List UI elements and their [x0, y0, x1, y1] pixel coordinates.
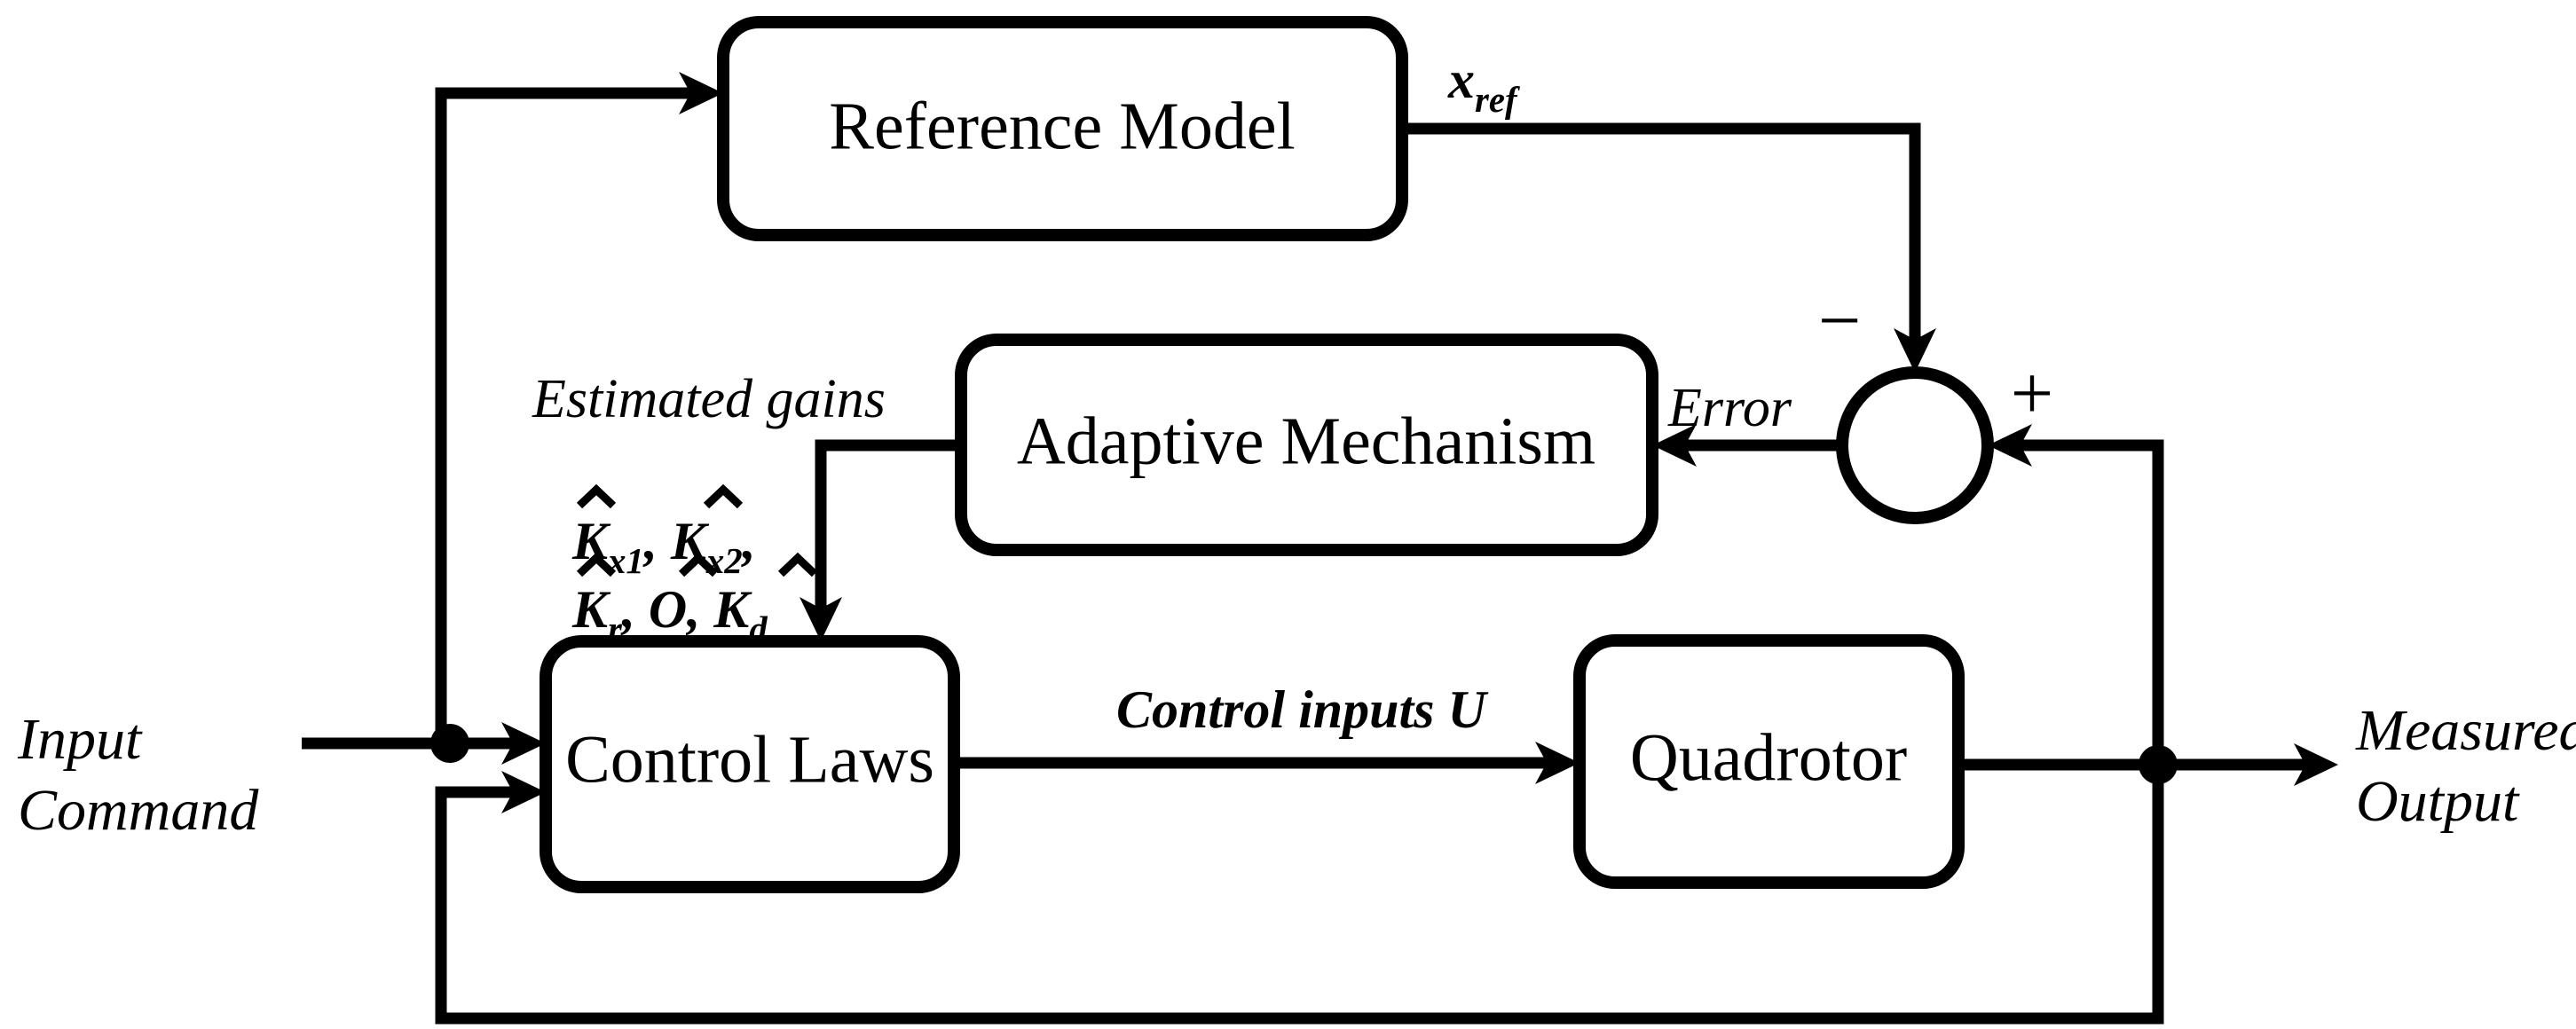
gain-sub-d: d	[749, 609, 768, 649]
minus-sign-label: −	[1818, 278, 1862, 363]
estimated-gains-label: Estimated gains	[532, 369, 886, 429]
plus-sign-label: +	[2011, 350, 2054, 436]
control-laws-label: Control Laws	[565, 722, 934, 797]
gains-symbols-line1: Kx1, Kx2,	[571, 483, 756, 581]
input-command-line2: Command	[18, 778, 259, 843]
wire-input-command	[302, 722, 546, 765]
control-laws-box[interactable]	[540, 635, 960, 893]
wire-xref	[1402, 122, 1936, 373]
measured-output-line1: Measured	[2355, 698, 2576, 763]
arrowhead-gains-into-control-laws	[800, 597, 842, 641]
arrowhead-control-inputs-into-quadrotor	[1535, 742, 1579, 784]
arrowhead-feedback-into-sum	[1988, 424, 2032, 467]
wire-error	[1652, 424, 1842, 467]
wire-estimated-gains	[800, 439, 961, 641]
summing-junction[interactable]: − +	[1818, 278, 2054, 524]
svg-text:Kr, O, Kd: Kr, O, Kd	[571, 580, 768, 649]
arrowhead-input-to-control-laws	[501, 722, 546, 765]
wire-measured-output	[1958, 743, 2338, 786]
adaptive-mechanism-box[interactable]	[955, 334, 1658, 556]
gain-k-r: K	[571, 580, 611, 639]
gain-comma-3: ,	[620, 580, 635, 639]
error-label: Error	[1667, 378, 1792, 438]
output-split-dot	[2139, 745, 2178, 784]
block-control-laws[interactable]: Control Laws	[540, 635, 960, 893]
svg-text:xref: xref	[1447, 51, 1520, 120]
block-reference-model[interactable]: Reference Model	[717, 16, 1408, 241]
hat-accent-kd	[777, 552, 818, 577]
gain-k-d: K	[713, 580, 752, 639]
hat-accent-kx2	[703, 483, 744, 509]
measured-output-line2: Output	[2356, 769, 2520, 834]
control-inputs-label: Control inputs U	[1116, 680, 1489, 739]
arrowhead-feedback-into-control-laws	[501, 771, 546, 813]
hat-accent-kr	[576, 552, 617, 577]
summing-junction-circle[interactable]	[1836, 366, 1994, 524]
x-ref-subscript: ref	[1475, 80, 1520, 120]
gain-comma-4: ,	[685, 580, 700, 639]
arrowhead-into-reference-model	[679, 72, 723, 114]
hat-accent-kx1	[576, 483, 617, 509]
svg-text:Kx1, Kx2,: Kx1, Kx2,	[571, 512, 756, 581]
x-ref-base: x	[1447, 51, 1475, 109]
quadrotor-box[interactable]	[1573, 634, 1965, 889]
measured-output-label: Measured Output	[2355, 698, 2576, 834]
block-adaptive-mechanism[interactable]: Adaptive Mechanism	[955, 334, 1658, 556]
gain-o: O	[649, 580, 687, 639]
quadrotor-label: Quadrotor	[1630, 720, 1907, 795]
wire-feedback-to-sum	[1988, 424, 2164, 765]
arrowhead-xref-into-sum	[1894, 328, 1936, 373]
gain-comma-1: ,	[642, 512, 658, 570]
reference-model-label: Reference Model	[829, 89, 1295, 163]
gain-sub-x1: x1	[607, 541, 644, 581]
wire-control-inputs	[954, 742, 1579, 784]
wire-global-feedback	[435, 765, 2164, 1025]
input-command-label: Input Command	[17, 707, 259, 843]
arrowhead-error-into-adaptive	[1652, 424, 1697, 467]
input-command-line1: Input	[17, 707, 143, 772]
hat-accent-o	[678, 552, 719, 577]
adaptive-mechanism-label: Adaptive Mechanism	[1017, 404, 1595, 478]
block-quadrotor[interactable]: Quadrotor	[1573, 634, 1965, 889]
input-split-dot	[430, 724, 469, 763]
gain-sub-r: r	[608, 609, 623, 649]
arrowhead-measured-output	[2294, 743, 2338, 786]
x-ref-label: xref	[1447, 51, 1520, 120]
gain-comma-2: ,	[741, 512, 756, 570]
reference-model-box[interactable]	[717, 16, 1408, 241]
wire-input-to-reference-model	[435, 72, 723, 743]
gains-symbols-line2: Kr, O, Kd	[571, 552, 818, 649]
